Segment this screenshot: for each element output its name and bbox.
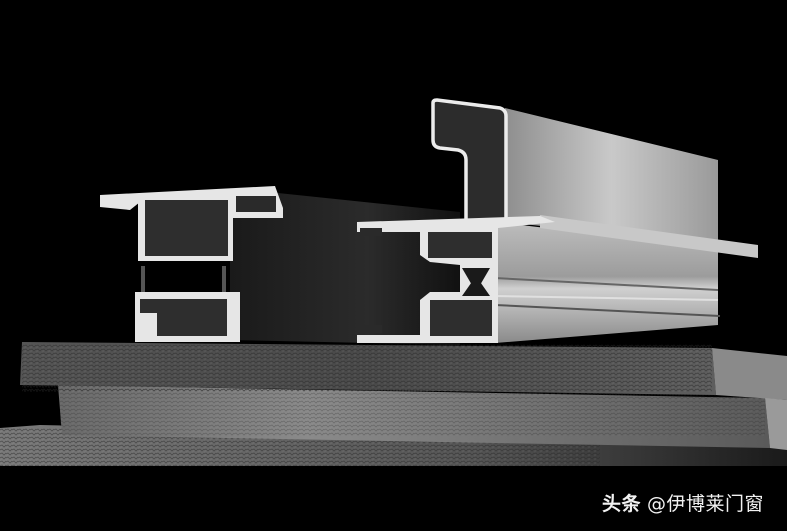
watermark-handle: @伊博莱门窗 xyxy=(647,493,765,515)
watermark-brand: 头条 xyxy=(602,493,642,515)
right-profile xyxy=(357,98,758,343)
watermark: 头条@伊博莱门窗 xyxy=(602,489,764,516)
stone-slabs xyxy=(0,342,787,466)
